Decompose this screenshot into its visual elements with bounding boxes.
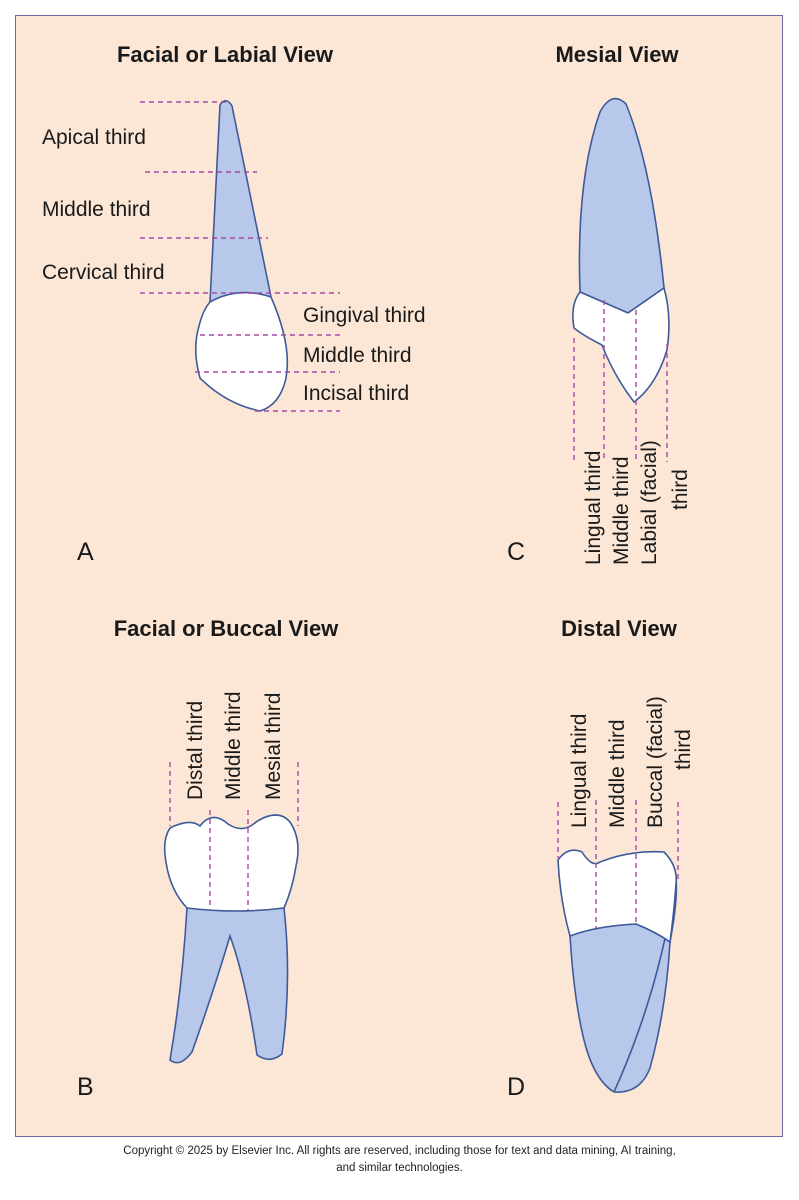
panel-a-crown	[194, 291, 289, 412]
panel-a-letter: A	[77, 538, 94, 566]
panel-a-root	[209, 99, 272, 303]
panel-a-apical-third: Apical third	[42, 126, 146, 149]
panel-c-lingual-third: Lingual third	[582, 451, 605, 565]
panel-b-letter: B	[77, 1073, 94, 1101]
panel-b-crown	[163, 814, 299, 912]
panel-a-cervical-third: Cervical third	[42, 261, 165, 284]
panel-d-title: Distal View	[561, 616, 678, 641]
copyright-line-1: Copyright © 2025 by Elsevier Inc. All ri…	[123, 1145, 676, 1157]
panel-b: Facial or Buccal View Distal third Middl…	[77, 616, 339, 1101]
panel-c-middle-third: Middle third	[610, 456, 633, 565]
panel-d: Distal View Lingual third Middle third B…	[507, 616, 695, 1101]
panel-d-third-suffix: third	[672, 729, 695, 770]
panel-a-title: Facial or Labial View	[117, 42, 334, 67]
panel-c-third-suffix: third	[669, 469, 692, 510]
panel-d-middle-third: Middle third	[606, 719, 629, 828]
panel-d-buccal-facial: Buccal (facial)	[644, 696, 667, 828]
panel-d-crown	[557, 849, 678, 944]
panel-a-incisal-third: Incisal third	[303, 382, 409, 405]
panel-b-distal-third: Distal third	[184, 701, 207, 800]
copyright-notice: Copyright © 2025 by Elsevier Inc. All ri…	[0, 1143, 799, 1177]
panel-c-crown	[572, 286, 670, 404]
panel-b-mesial-third: Mesial third	[262, 693, 285, 800]
panel-b-middle-third: Middle third	[222, 691, 245, 800]
panel-c-title: Mesial View	[555, 42, 679, 67]
panel-a-root-middle-third: Middle third	[42, 198, 151, 221]
panel-a: Facial or Labial View Apical third Middl…	[42, 42, 426, 566]
panel-a-gingival-third: Gingival third	[303, 304, 426, 327]
panel-c-letter: C	[507, 538, 525, 566]
panel-c: Mesial View Lingual third Middle third L…	[507, 42, 692, 566]
panel-a-crown-middle-third: Middle third	[303, 344, 412, 367]
panel-c-labial-facial: Labial (facial)	[638, 440, 661, 565]
panel-d-letter: D	[507, 1073, 525, 1101]
panel-b-title: Facial or Buccal View	[114, 616, 339, 641]
panel-d-root	[569, 923, 671, 1093]
panel-d-lingual-third: Lingual third	[568, 714, 591, 828]
copyright-line-2: and similar technologies.	[336, 1162, 463, 1174]
panel-c-root	[578, 97, 665, 314]
panel-b-root	[169, 907, 289, 1064]
